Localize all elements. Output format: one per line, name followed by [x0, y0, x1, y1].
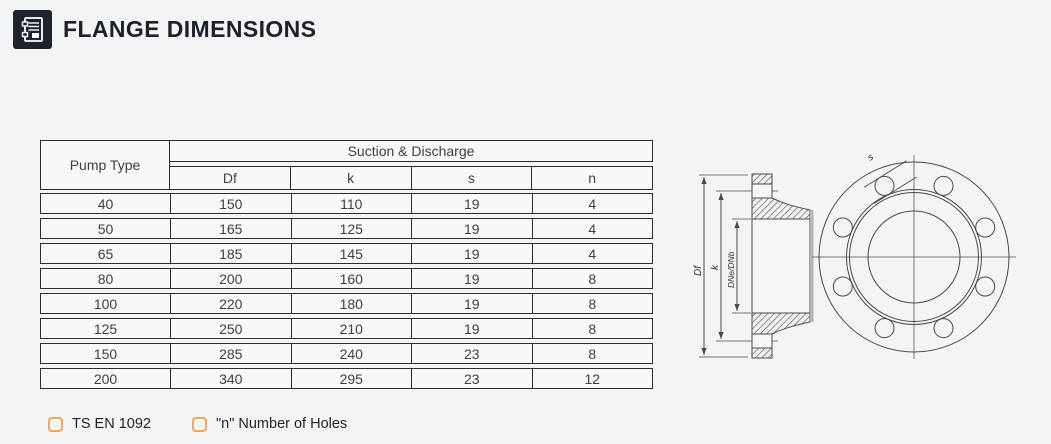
- label-k: k: [710, 264, 721, 270]
- flange-hub-section: [751, 312, 811, 335]
- cell-pump-type: 100: [93, 295, 118, 312]
- cell-k: 145: [290, 244, 412, 263]
- col-header-n: n: [531, 167, 652, 189]
- bolt-hole: [933, 318, 954, 339]
- cell-n: 8: [531, 269, 653, 288]
- side-view-labels: Df k DNe/DNb: [693, 251, 736, 288]
- flange-outer-circle: [818, 161, 1010, 353]
- col-header-df: Df: [222, 170, 237, 186]
- legend: TS EN 1092 "n" Number of Holes: [48, 416, 347, 432]
- table-row: 125 250 210 19 8: [40, 318, 653, 339]
- cell-n: 8: [531, 319, 653, 338]
- notebook-icon: [13, 10, 52, 49]
- cell-pump-type: 150: [93, 345, 118, 362]
- table-row: 150 285 240 23 8: [40, 343, 653, 364]
- cell-s: 19: [411, 269, 532, 288]
- flange-dimensions-table: Pump Type Suction & Discharge Df k s n 4…: [40, 140, 653, 393]
- flange-bore-section: [751, 218, 811, 314]
- table-subheader: Df k s n: [169, 166, 653, 190]
- cell-pump-type: 125: [93, 320, 118, 337]
- flange-rim-section: [751, 173, 773, 185]
- cell-k: 295: [290, 369, 412, 388]
- cell-df: 285: [170, 344, 291, 363]
- cell-s: 19: [411, 194, 532, 213]
- raised-face-circle: [849, 192, 979, 322]
- flange-side-view: [699, 173, 814, 359]
- table-row: 200 340 295 23 12: [40, 368, 653, 389]
- cell-s: 23: [411, 344, 532, 363]
- cell-n: 4: [531, 219, 653, 238]
- bolt-hole: [874, 318, 895, 339]
- cell-df: 250: [170, 319, 291, 338]
- cell-s: 19: [411, 219, 532, 238]
- table-header: Pump Type Suction & Discharge Df k s n: [40, 140, 653, 190]
- bolt-hole: [975, 217, 996, 238]
- cell-df: 185: [170, 244, 291, 263]
- table-body: 40 150 110 19 4 50 165 125 19 4 65 185 1…: [40, 193, 653, 389]
- cell-pump-type: 80: [97, 270, 114, 287]
- bolt-hole: [933, 175, 954, 196]
- flange-front-view: [812, 155, 1016, 359]
- cell-pump-type: 200: [93, 370, 118, 387]
- label-s: s: [866, 152, 876, 164]
- cell-k: 180: [290, 294, 412, 313]
- label-df: Df: [693, 265, 704, 276]
- page-title: FLANGE DIMENSIONS: [63, 16, 317, 42]
- cell-df: 150: [170, 194, 291, 213]
- table-row: 40 150 110 19 4: [40, 193, 653, 214]
- cell-s: 19: [411, 244, 532, 263]
- notebook-icon-glyph: [21, 17, 43, 42]
- pipe-end-face: [810, 210, 814, 322]
- cell-k: 210: [290, 319, 412, 338]
- cell-pump-type: 65: [97, 245, 114, 262]
- bore-circle: [867, 210, 961, 304]
- legend-bullet-icon: [48, 416, 63, 432]
- bolt-hole-section: [751, 333, 773, 349]
- cell-s: 19: [411, 294, 532, 313]
- cell-pump-type: 50: [97, 220, 114, 237]
- cell-s: 23: [411, 369, 532, 388]
- col-header-s: s: [410, 167, 532, 189]
- legend-item-holes: "n" Number of Holes: [192, 416, 347, 432]
- legend-label-standard: TS EN 1092: [72, 416, 151, 432]
- page-header: FLANGE DIMENSIONS: [13, 10, 316, 49]
- raised-face-circle: [846, 189, 982, 325]
- table-row: 100 220 180 19 8: [40, 293, 653, 314]
- cell-s: 19: [411, 319, 532, 338]
- col-header-pump-type: Pump Type: [40, 140, 170, 190]
- table-row: 80 200 160 19 8: [40, 268, 653, 289]
- bolt-hole: [832, 217, 853, 238]
- cell-df: 220: [170, 294, 291, 313]
- cell-n: 4: [531, 244, 653, 263]
- s-dim-line: [873, 176, 917, 204]
- bolt-hole: [832, 276, 853, 297]
- legend-bullet-icon: [192, 416, 207, 432]
- table-row: 65 185 145 19 4: [40, 243, 653, 264]
- bolt-hole-section: [751, 183, 773, 199]
- cell-k: 240: [290, 344, 412, 363]
- s-dim-line: [863, 160, 907, 188]
- cell-n: 4: [531, 194, 653, 213]
- cell-k: 125: [290, 219, 412, 238]
- flange-rim-section: [751, 347, 773, 359]
- col-group-header-suction-discharge: Suction & Discharge: [169, 140, 653, 162]
- cell-k: 160: [290, 269, 412, 288]
- cell-k: 110: [290, 194, 412, 213]
- col-header-k: k: [289, 167, 411, 189]
- flange-technical-drawing: Df k DNe/DNb s: [693, 152, 1016, 359]
- flange-hub-section: [751, 197, 811, 220]
- cell-df: 340: [170, 369, 291, 388]
- legend-label-holes: "n" Number of Holes: [216, 416, 348, 432]
- label-bore: DNe/DNb: [726, 251, 736, 288]
- cell-n: 8: [531, 344, 653, 363]
- cell-df: 200: [170, 269, 291, 288]
- legend-item-standard: TS EN 1092: [48, 416, 151, 432]
- cell-df: 165: [170, 219, 291, 238]
- cell-n: 12: [531, 369, 653, 388]
- table-row: 50 165 125 19 4: [40, 218, 653, 239]
- cell-pump-type: 40: [97, 195, 114, 212]
- bolt-hole: [975, 276, 996, 297]
- cell-n: 8: [531, 294, 653, 313]
- bolt-hole: [874, 175, 895, 196]
